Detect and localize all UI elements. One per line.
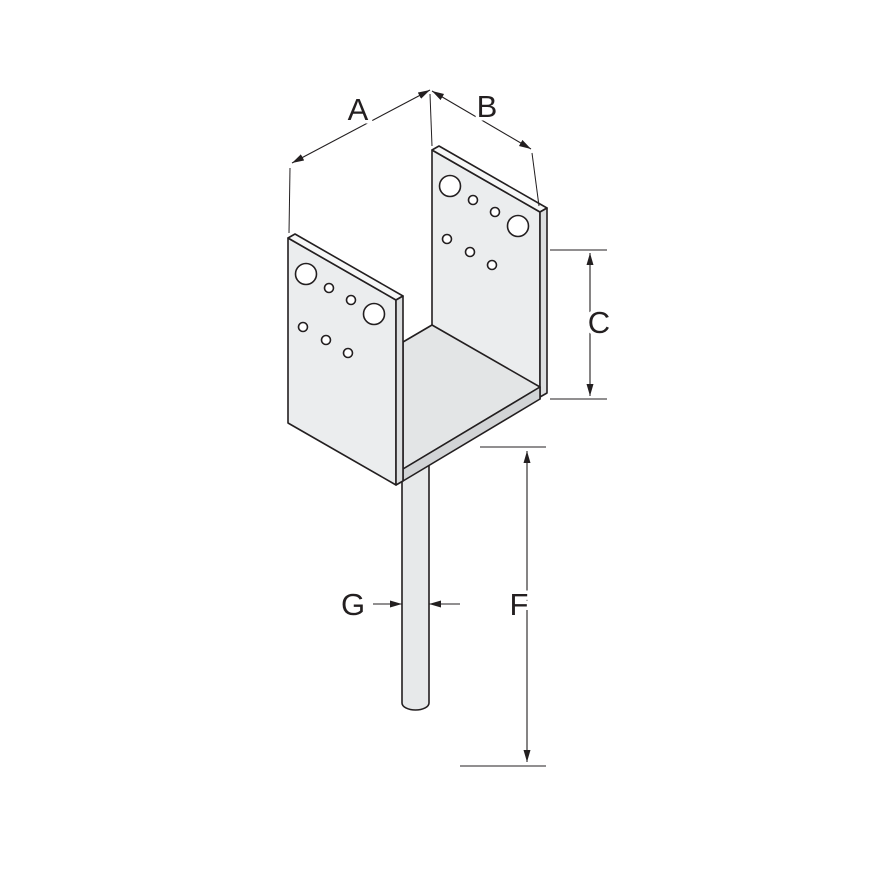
ext-line-b-right <box>531 152 540 207</box>
front-plate-nail-hole <box>342 347 354 359</box>
front-plate-nail-hole <box>320 334 332 346</box>
anchor-rod <box>401 445 430 711</box>
back-plate-nail-hole <box>441 233 453 245</box>
back-plate-right-edge <box>539 207 548 398</box>
dim-label-c: C <box>588 305 610 340</box>
anchor-rod-fill <box>402 445 429 710</box>
back-plate-nail-hole <box>467 194 479 206</box>
back-plate-bolt-hole <box>438 174 462 198</box>
dim-label-b: B <box>477 89 498 124</box>
front-plate-nail-hole <box>323 282 335 294</box>
dim-line-a <box>291 89 431 164</box>
back-plate-nail-hole <box>489 206 501 218</box>
front-plate-nail-hole <box>297 321 309 333</box>
dim-line-b <box>431 90 532 150</box>
back-plate-nail-hole <box>486 259 498 271</box>
dim-label-a: A <box>348 92 369 127</box>
front-plate-bolt-hole <box>294 262 318 286</box>
bracket-group <box>287 145 548 711</box>
ext-line-apex <box>429 93 433 147</box>
dim-label-g: G <box>341 587 365 622</box>
ext-line-a-left <box>288 167 291 234</box>
back-plate-nail-hole <box>464 246 476 258</box>
dimension-group <box>288 89 607 767</box>
dimension-labels: A B C F G <box>337 86 613 626</box>
dim-label-f: F <box>510 587 529 622</box>
front-plate-bolt-hole <box>362 302 386 326</box>
back-plate-bolt-hole <box>506 214 530 238</box>
front-plate-right-edge <box>395 295 404 486</box>
front-plate-nail-hole <box>345 294 357 306</box>
